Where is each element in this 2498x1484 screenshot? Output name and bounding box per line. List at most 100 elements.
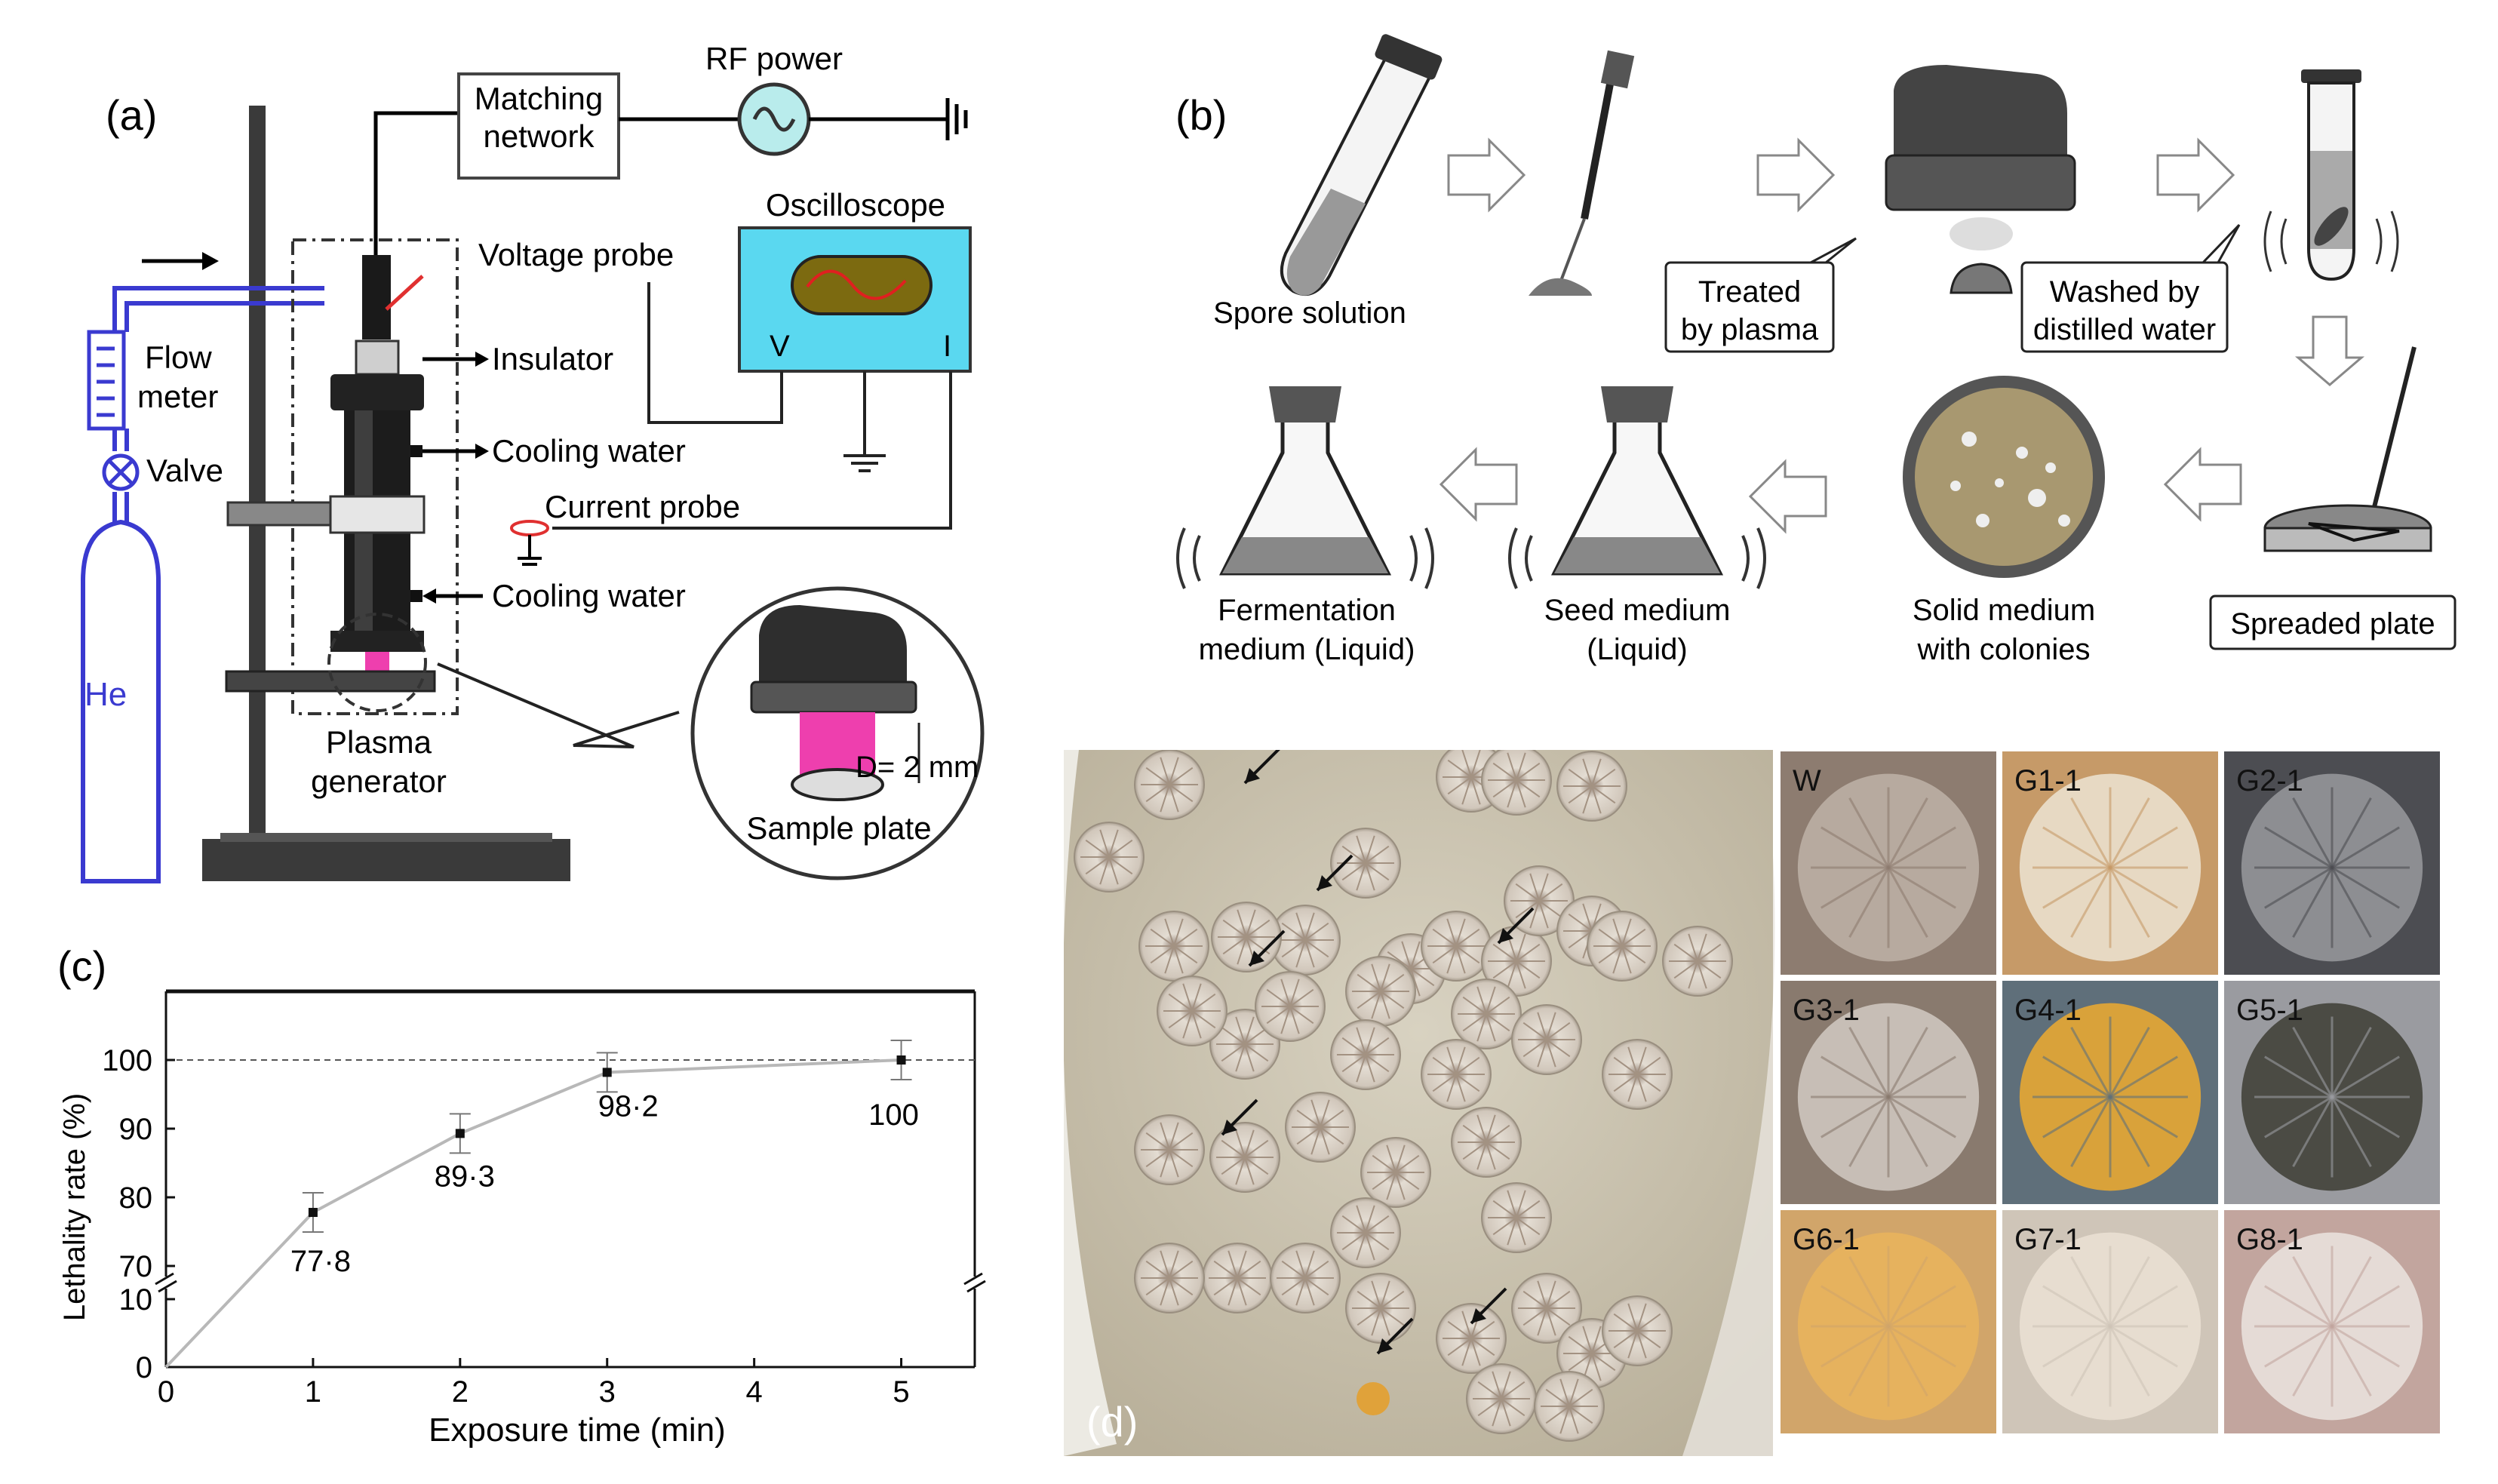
- flow-meter-label: Flow: [145, 340, 212, 375]
- colony-ridge: [2109, 826, 2178, 869]
- colony-ridge: [1246, 919, 1271, 938]
- colony-ridge: [1636, 1303, 1647, 1332]
- colony-ridge: [1169, 757, 1179, 785]
- colony-ridge: [1522, 1039, 1547, 1058]
- colony-ridge: [1295, 1250, 1306, 1279]
- colony-ridge: [1356, 862, 1366, 891]
- plasma-generator-label-2: generator: [311, 764, 447, 799]
- colony-ridge: [1455, 1046, 1466, 1075]
- stand-base: [202, 839, 570, 881]
- colony-label: G6-1: [1793, 1223, 1860, 1256]
- colony-ridge: [1462, 1124, 1487, 1143]
- x-tick-label: 3: [599, 1375, 616, 1409]
- flow-meter: [87, 330, 126, 431]
- seed-flask-icon: [1508, 386, 1766, 589]
- colony-ridge: [1492, 960, 1517, 979]
- colony-ridge: [1356, 1054, 1366, 1083]
- colony-label: G8-1: [2236, 1223, 2303, 1256]
- colony-ridge: [1380, 973, 1405, 992]
- colony-ridge: [1476, 986, 1487, 1015]
- colony-ridge: [2109, 866, 2178, 909]
- colony-ridge: [1320, 1099, 1330, 1128]
- colony-ridge: [1477, 1381, 1502, 1400]
- colony-ridge: [1173, 928, 1198, 947]
- colony-ridge: [1221, 1043, 1246, 1062]
- colony-ridge: [1357, 973, 1381, 992]
- colony-ridge: [1380, 1307, 1390, 1336]
- colony-ridge: [1516, 943, 1541, 962]
- colony-ridge: [1280, 979, 1291, 1007]
- colony-ridge: [2109, 1325, 2178, 1368]
- x-tick-label: 5: [893, 1375, 909, 1409]
- cooling-water-label-2: Cooling water: [492, 578, 686, 613]
- y-tick-label: 80: [119, 1181, 153, 1215]
- colony-label: G1-1: [2014, 764, 2082, 797]
- colony-ridge: [1410, 941, 1421, 969]
- colony-ridge: [1447, 1320, 1472, 1339]
- colony-ridge: [2070, 1326, 2112, 1397]
- colony-ridge: [2331, 826, 2400, 869]
- y-tick-label: 70: [119, 1250, 153, 1283]
- colony-ridge: [1168, 1010, 1193, 1029]
- colony-ridge: [1461, 776, 1472, 805]
- colony-ridge: [1213, 1277, 1238, 1296]
- rf-power-label: RF power: [705, 41, 843, 76]
- colony-ridge: [1289, 988, 1314, 1007]
- colony-ridge: [1848, 1326, 1890, 1397]
- data-label: 89·3: [435, 1160, 495, 1193]
- data-point: [455, 1129, 465, 1138]
- colony-dish-icon: [1903, 376, 2105, 578]
- colony-ridge: [1568, 1335, 1593, 1354]
- colony-ridge: [1529, 900, 1540, 929]
- colony-ridge: [1169, 784, 1194, 803]
- colony-ridge: [1432, 1056, 1457, 1075]
- colony-ridge: [1538, 900, 1549, 929]
- colony-ridge: [1568, 785, 1593, 804]
- colony-ridge: [1237, 936, 1247, 965]
- colony-ridge: [1455, 945, 1480, 964]
- colony-ridge: [1462, 996, 1487, 1015]
- colony-ridge: [1537, 1307, 1547, 1336]
- insulator-label: Insulator: [492, 341, 613, 376]
- chart-y-label: Lethality rate (%): [58, 1093, 91, 1321]
- colony-ridge: [1546, 1039, 1556, 1068]
- colony-ridge: [1173, 918, 1184, 947]
- colony-ridge: [1244, 1016, 1255, 1045]
- colony-ridge: [1621, 928, 1646, 947]
- plasma-head-icon: [1885, 65, 2076, 294]
- colony-ridge: [1621, 945, 1632, 974]
- colony-ridge: [1522, 1022, 1547, 1040]
- colony-ridge: [1516, 752, 1526, 781]
- colony-ridge: [1887, 1096, 1928, 1168]
- x-tick-label: 2: [452, 1375, 469, 1409]
- colony-ridge: [1164, 945, 1175, 974]
- colony-ridge: [1636, 1330, 1661, 1349]
- sample-plate-label: Sample plate: [746, 810, 931, 846]
- colony-ridge: [1432, 1074, 1457, 1092]
- colony-ridge: [1169, 1277, 1179, 1306]
- colony-ridge: [1164, 918, 1175, 947]
- colony-ridge: [1357, 1307, 1381, 1326]
- colony-ridge: [2331, 866, 2400, 909]
- colony-ridge: [2042, 1325, 2111, 1368]
- colony-ridge: [1304, 922, 1329, 941]
- colony-ridge: [1848, 1096, 1890, 1168]
- colony-ridge: [1341, 1215, 1366, 1234]
- arrow-head-icon: [1498, 928, 1513, 943]
- colony-ridge: [1160, 1149, 1170, 1178]
- colony-ridge: [1636, 1046, 1647, 1075]
- colony-ridge: [1486, 1141, 1496, 1170]
- colony-ridge: [1492, 1371, 1502, 1400]
- colony-ridge: [1887, 1255, 1928, 1327]
- colony-ridge: [1160, 784, 1170, 813]
- colony-ridge: [1304, 1250, 1315, 1279]
- colony-ridge: [1673, 943, 1698, 962]
- plate-colonies: [1074, 750, 1733, 1442]
- colony-ridge: [1296, 1126, 1321, 1145]
- colony-ridge: [1410, 968, 1421, 997]
- colony-ridge: [2331, 1326, 2372, 1397]
- colony-ridge: [1372, 1154, 1396, 1173]
- colony-ridge: [1356, 1205, 1366, 1234]
- colony-ridge: [1085, 839, 1110, 858]
- flow-arrow-icon: [1748, 459, 1827, 534]
